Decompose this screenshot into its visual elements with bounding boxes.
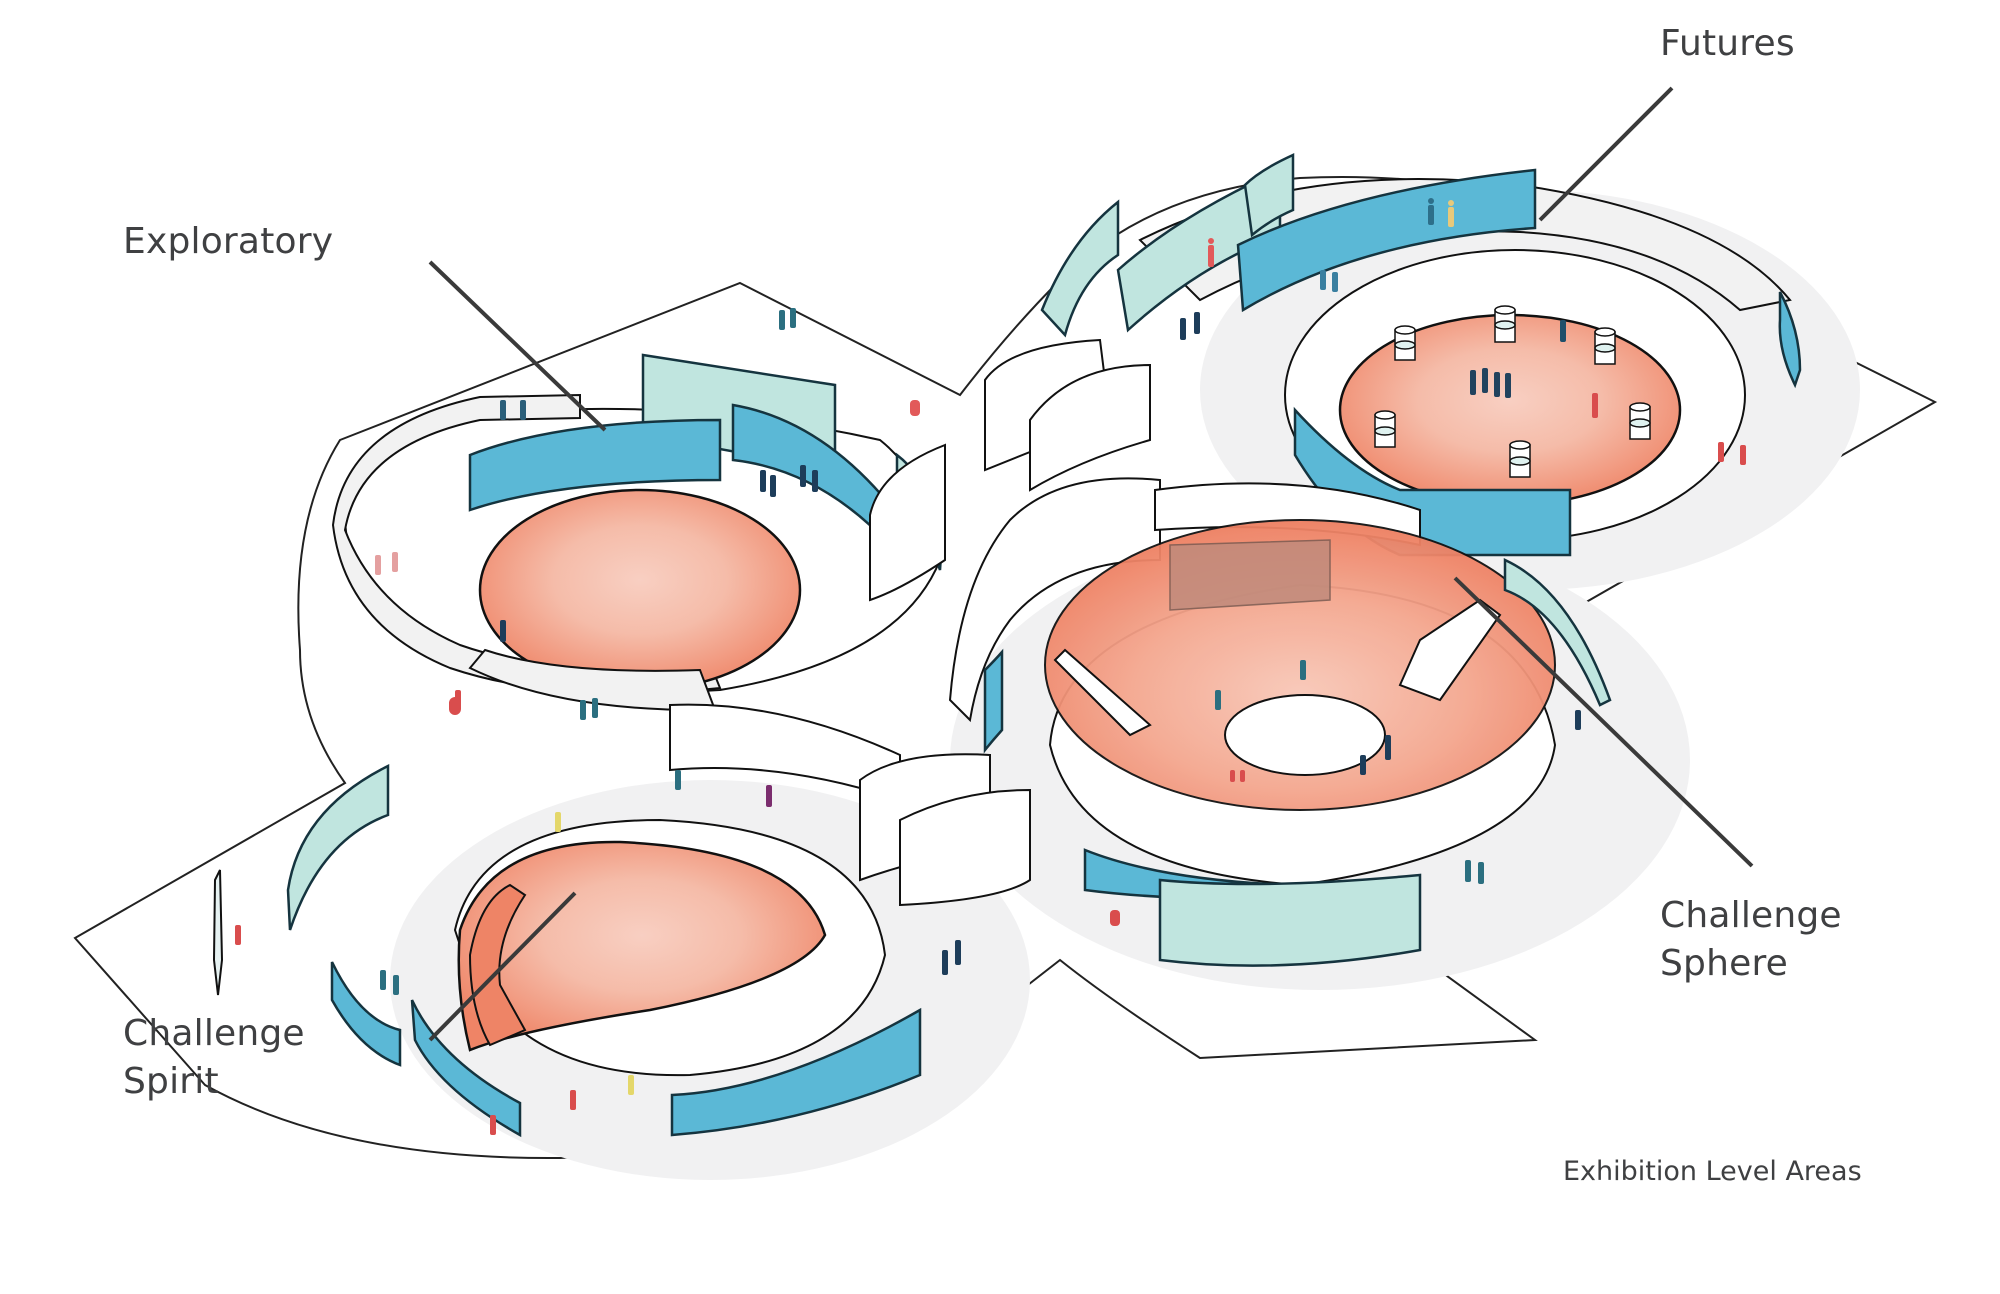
sphere-side-panel	[983, 648, 1004, 754]
label-challenge-sphere-line-2: Sphere	[1660, 943, 1789, 984]
diagram-caption: Exhibition Level Areas	[1563, 1156, 1862, 1187]
label-futures-line-1: Futures	[1660, 23, 1795, 64]
label-futures: Futures	[1660, 20, 1795, 68]
label-exploratory: Exploratory	[123, 218, 333, 266]
label-challenge-sphere-line-1: Challenge	[1660, 895, 1842, 936]
visitor-figures	[235, 198, 1746, 1135]
label-challenge-spirit-line-1: Challenge	[123, 1013, 305, 1054]
label-challenge-spirit: Challenge Spirit	[123, 1010, 305, 1106]
leader-challenge-spirit	[428, 891, 577, 1042]
central-core	[669, 338, 1421, 907]
leader-futures	[1538, 86, 1674, 222]
label-exploratory-line-1: Exploratory	[123, 221, 334, 262]
leader-exploratory	[428, 260, 607, 432]
label-challenge-spirit-line-2: Spirit	[123, 1061, 219, 1102]
label-challenge-sphere: Challenge Sphere	[1660, 892, 1842, 988]
upper-panels	[1040, 153, 1537, 338]
futures-zone	[1138, 178, 1802, 557]
challenge-spirit-zone	[212, 763, 922, 1138]
display-cylinders	[1374, 305, 1651, 478]
leader-challenge-sphere	[1453, 576, 1754, 868]
leader-lines	[428, 86, 1754, 1042]
